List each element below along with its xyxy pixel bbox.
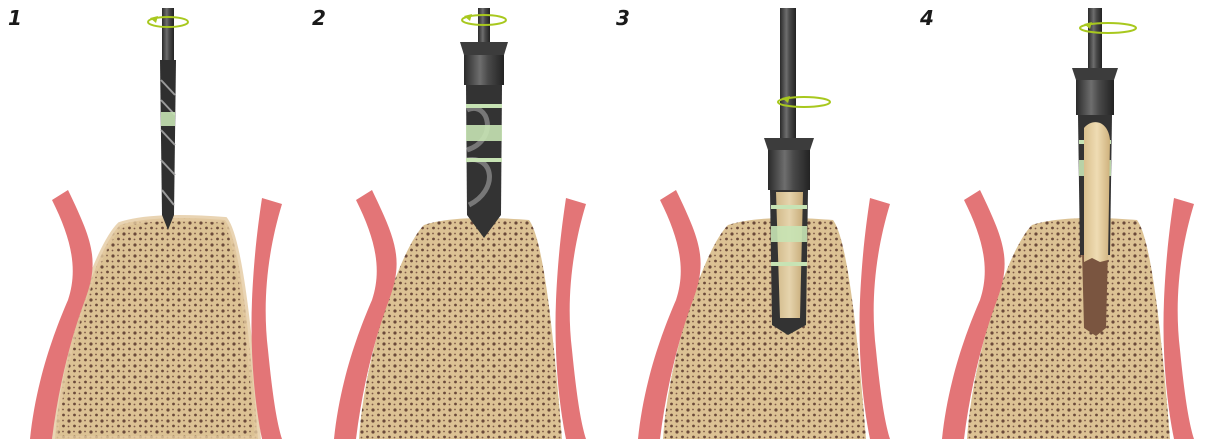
step-panel-1: 1 <box>0 0 304 439</box>
step-panel-4: 4 <box>912 0 1214 439</box>
bone-core <box>1084 122 1110 262</box>
pilot-drill <box>160 8 176 230</box>
step-illustration <box>608 0 912 439</box>
step-panel-2: 2 <box>304 0 608 439</box>
twist-drill <box>460 8 508 238</box>
step-illustration <box>0 0 304 439</box>
step-number: 2 <box>312 6 326 30</box>
step-panel-3: 3 <box>608 0 912 439</box>
rotation-arrow-icon <box>1080 22 1136 33</box>
gum-right <box>859 198 890 439</box>
step-illustration <box>912 0 1214 439</box>
step-number: 4 <box>920 6 934 30</box>
gum-right <box>555 198 586 439</box>
bone-socket <box>1082 250 1108 336</box>
step-number: 3 <box>616 6 630 30</box>
step-number: 1 <box>8 6 22 30</box>
gum-right <box>1163 198 1194 439</box>
trephine-drill <box>764 8 814 335</box>
step-illustration <box>304 0 608 439</box>
